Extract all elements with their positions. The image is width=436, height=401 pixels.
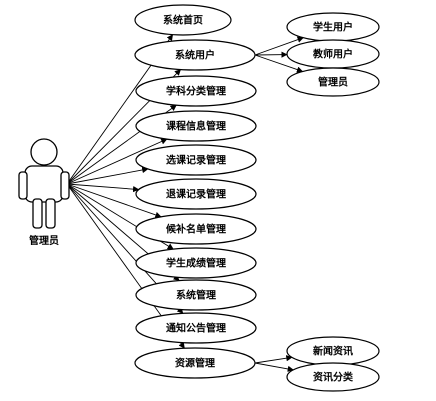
- use-case-label: 学科分类管理: [166, 85, 226, 98]
- use-case-label: 候补名单管理: [166, 223, 226, 236]
- association-news: [254, 355, 293, 364]
- use-case-ellipse: [135, 178, 257, 210]
- actor-right-leg: [45, 198, 56, 229]
- association-waitlist: [66, 183, 162, 218]
- sub-use-case-admin-user[interactable]: 管理员: [286, 67, 380, 97]
- use-case-label: 资源管理: [175, 357, 215, 370]
- actor-left-leg: [32, 198, 43, 229]
- actor-right-arm: [60, 171, 70, 200]
- use-case-ellipse: [134, 4, 232, 36]
- sub-use-case-label: 管理员: [318, 76, 348, 89]
- association-drop: [66, 183, 140, 193]
- actor-head: [30, 138, 58, 166]
- actor-left-arm: [18, 171, 28, 200]
- use-case-ellipse: [135, 279, 257, 311]
- association-select: [66, 166, 149, 185]
- use-case-label: 系统首页: [163, 14, 203, 27]
- use-case-label: 系统管理: [176, 289, 216, 302]
- use-case-label: 选课记录管理: [166, 154, 226, 167]
- association-student-user: [254, 36, 304, 56]
- use-case-label: 学生成绩管理: [166, 257, 226, 270]
- use-case-ellipse: [135, 144, 257, 176]
- association-admin-user: [254, 54, 304, 73]
- use-case-notice[interactable]: 通知公告管理: [135, 312, 257, 344]
- actor-figure: 管理员: [18, 138, 70, 247]
- use-case-waitlist[interactable]: 候补名单管理: [135, 213, 257, 245]
- use-case-system[interactable]: 系统管理: [135, 279, 257, 311]
- use-case-drop[interactable]: 退课记录管理: [135, 178, 257, 210]
- use-case-ellipse: [135, 312, 257, 344]
- sub-use-case-news-category[interactable]: 资讯分类: [286, 362, 380, 392]
- association-news-category: [254, 362, 294, 372]
- sub-use-case-label: 新闻资讯: [313, 345, 353, 358]
- use-case-label: 课程信息管理: [166, 120, 226, 133]
- use-case-ellipse: [134, 39, 256, 71]
- sub-use-case-ellipse: [286, 67, 380, 97]
- sub-use-case-news[interactable]: 新闻资讯: [286, 336, 380, 366]
- use-case-ellipse: [134, 347, 256, 379]
- use-case-ellipse: [135, 110, 257, 142]
- use-case-resource[interactable]: 资源管理: [134, 347, 256, 379]
- use-case-users[interactable]: 系统用户: [134, 39, 256, 71]
- sub-use-case-student-user[interactable]: 学生用户: [286, 12, 380, 42]
- use-case-ellipse: [135, 213, 257, 245]
- use-case-label: 通知公告管理: [166, 322, 226, 335]
- sub-use-case-ellipse: [286, 362, 380, 392]
- sub-use-case-teacher-user[interactable]: 教师用户: [286, 39, 380, 69]
- use-case-ellipse: [135, 247, 257, 279]
- sub-use-case-label: 教师用户: [312, 48, 353, 61]
- use-case-grades[interactable]: 学生成绩管理: [135, 247, 257, 279]
- association-course: [66, 138, 168, 185]
- use-case-select[interactable]: 选课记录管理: [135, 144, 257, 176]
- actor-label: 管理员: [29, 234, 59, 247]
- use-case-label: 退课记录管理: [166, 188, 226, 201]
- use-case-home[interactable]: 系统首页: [134, 4, 232, 36]
- actor-torso: [24, 165, 64, 203]
- sub-use-case-label: 资讯分类: [313, 371, 353, 384]
- sub-use-case-label: 学生用户: [313, 21, 353, 34]
- use-case-label: 系统用户: [175, 49, 215, 62]
- use-case-ellipse: [135, 75, 257, 107]
- use-cases: 系统首页系统用户学科分类管理课程信息管理选课记录管理退课记录管理候补名单管理学生…: [134, 4, 257, 379]
- use-case-course[interactable]: 课程信息管理: [135, 110, 257, 142]
- use-case-subject[interactable]: 学科分类管理: [135, 75, 257, 107]
